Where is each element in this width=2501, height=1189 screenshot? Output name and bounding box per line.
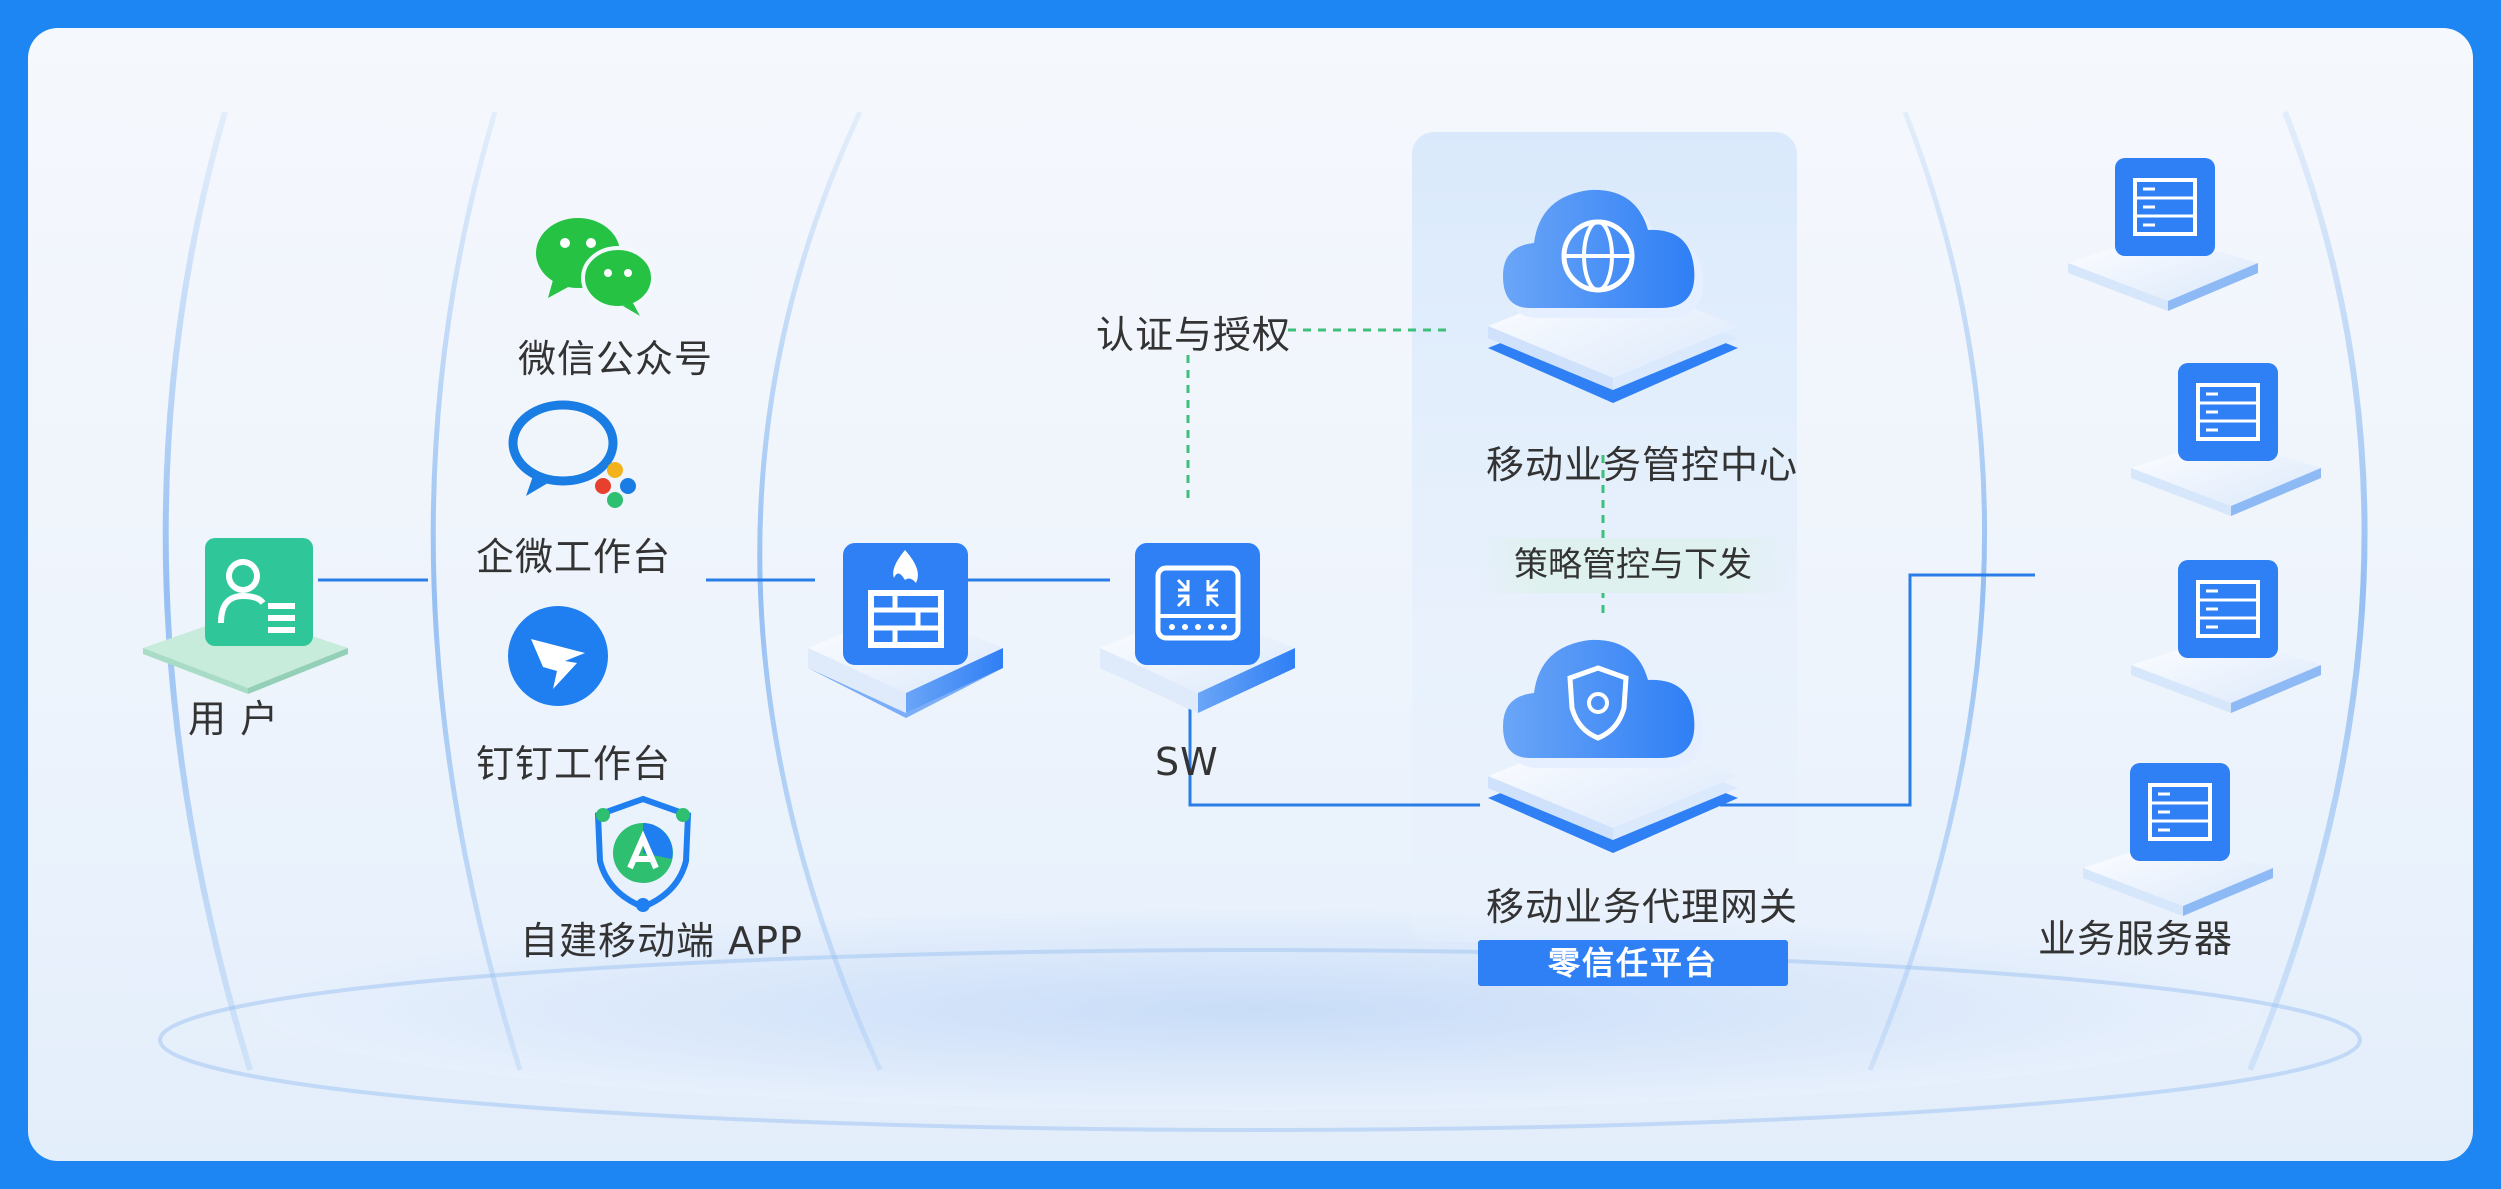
client-label-dingtalk: 钉钉工作台 [476,742,672,786]
switch-label: SW [1155,740,1219,784]
wecom-icon[interactable] [498,398,648,508]
firewall-icon [808,543,1003,718]
client-label-wechat: 微信公众号 [518,337,714,381]
switch-icon [1100,543,1295,713]
client-label-custom-app: 自建移动端 APP [520,919,803,963]
auth-label: 认证与授权 [1096,313,1292,357]
zero-trust-tag: 零信任平台 [1478,940,1788,986]
diagram-panel: 用 户 微信公众号 企微工作台 钉钉工作台 自建移动端 APP [28,28,2473,1161]
server-icon [2131,363,2321,516]
gateway-label: 移动业务代理网关 [1486,885,1799,929]
server-icon [2083,763,2273,916]
dingtalk-icon[interactable] [503,601,613,711]
custom-app-icon[interactable] [588,793,698,913]
server-icon [2068,158,2258,311]
server-icon [2131,560,2321,713]
user-label: 用 户 [188,697,280,741]
policy-label: 策略管控与下发 [1478,538,1788,593]
client-label-wecom: 企微工作台 [476,535,672,579]
servers-label: 业务服务器 [2038,917,2234,961]
cloud-shield-icon [1488,639,1738,853]
control-center-label: 移动业务管控中心 [1486,443,1799,487]
wechat-icon[interactable] [528,208,658,318]
user-card-icon [143,538,348,694]
cloud-globe-icon [1488,189,1738,403]
